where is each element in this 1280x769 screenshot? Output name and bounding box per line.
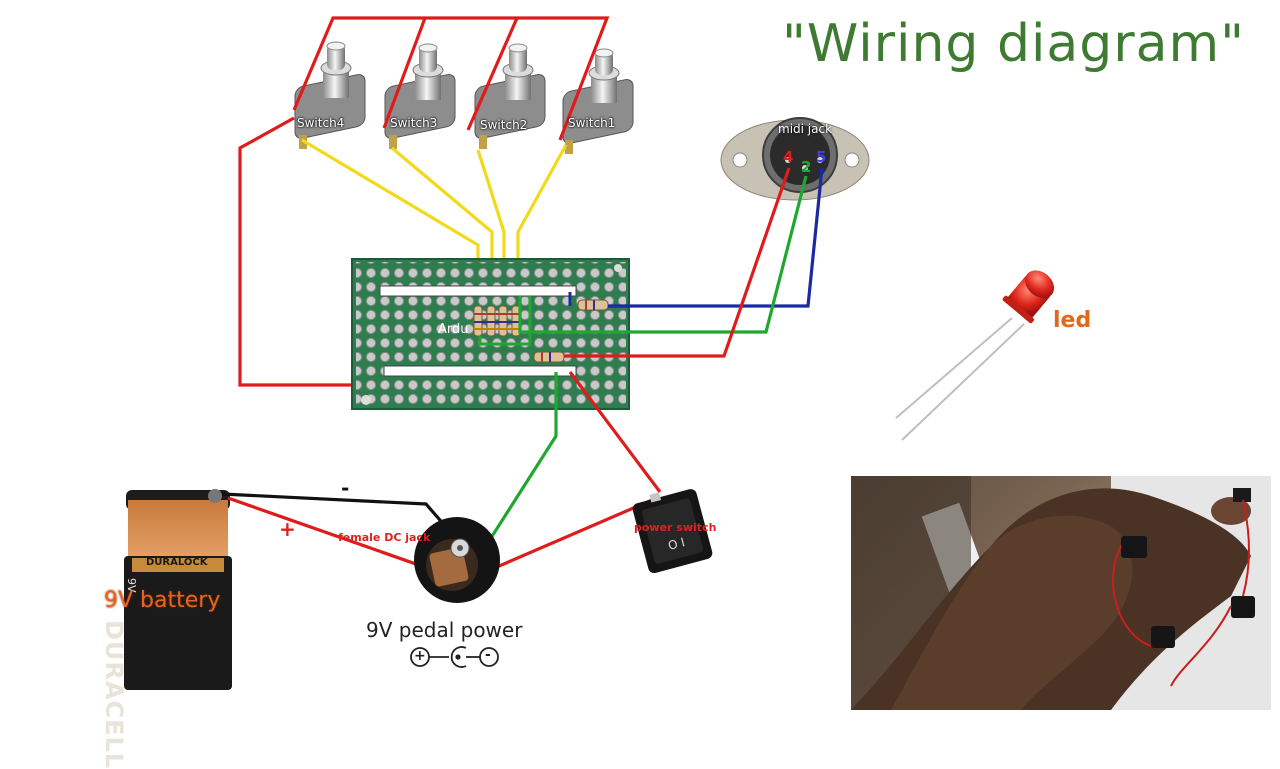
footswitch-2	[474, 43, 546, 149]
led	[895, 270, 1055, 441]
wiring-diagram-canvas: "Wiring diagram" Switch4 Switch3 Switch2…	[100, 14, 1271, 769]
dc-jack-label: female DC jack	[338, 531, 431, 544]
wire-green-midi-2	[518, 175, 808, 334]
switch-2-label: Switch2	[480, 118, 528, 132]
battery-plus-sign: +	[279, 517, 296, 541]
midi-pin-2: 2	[801, 158, 812, 176]
wire-red-switch3	[382, 17, 427, 129]
midi-jack-label: midi jack	[778, 122, 833, 136]
wire-green-power	[480, 372, 558, 553]
wire-red-battery-plus	[227, 496, 451, 578]
midi-jack	[720, 117, 870, 201]
battery-minus-sign: -	[341, 476, 350, 500]
board-label: Ardu	[438, 322, 469, 337]
power-switch-label: power switch	[634, 521, 717, 534]
resistor-midi-5	[577, 299, 609, 311]
wire-red-midi-4	[564, 167, 791, 358]
battery-label: 9V battery	[104, 588, 221, 613]
wire-red-power-switch	[568, 371, 662, 493]
perfboard	[351, 258, 630, 410]
switch-1-label: Switch1	[568, 116, 616, 130]
footswitch-3	[384, 43, 456, 149]
female-dc-jack	[414, 517, 500, 603]
resistor-array	[473, 305, 521, 337]
battery-badge: DURALOCK	[146, 557, 208, 568]
wiring-diagram-svg	[124, 16, 1055, 690]
midi-pin-4: 4	[783, 148, 794, 166]
battery-brand: DURACELL	[100, 620, 128, 769]
inset-photo	[851, 476, 1271, 710]
polarity-symbol	[410, 646, 499, 668]
switch-3-label: Switch3	[390, 116, 438, 130]
switch-4-label: Switch4	[297, 116, 345, 130]
wire-red-switch-common	[292, 16, 610, 141]
midi-pin-5: 5	[816, 148, 827, 166]
polarity-minus: -	[485, 647, 491, 663]
inset-photo-svg	[851, 476, 1271, 710]
wire-red-switch2	[466, 17, 519, 131]
polarity-plus: +	[414, 648, 426, 664]
battery-9v	[124, 489, 232, 690]
footswitch-1	[562, 48, 634, 154]
footswitch-4	[294, 41, 366, 149]
resistor-midi-4	[533, 351, 565, 363]
led-label: led	[1053, 308, 1092, 333]
wire-blue-midi-5	[608, 167, 824, 308]
diagram-title: "Wiring diagram"	[782, 14, 1246, 74]
pedal-power-label: 9V pedal power	[366, 618, 523, 642]
power-switch	[632, 489, 713, 574]
